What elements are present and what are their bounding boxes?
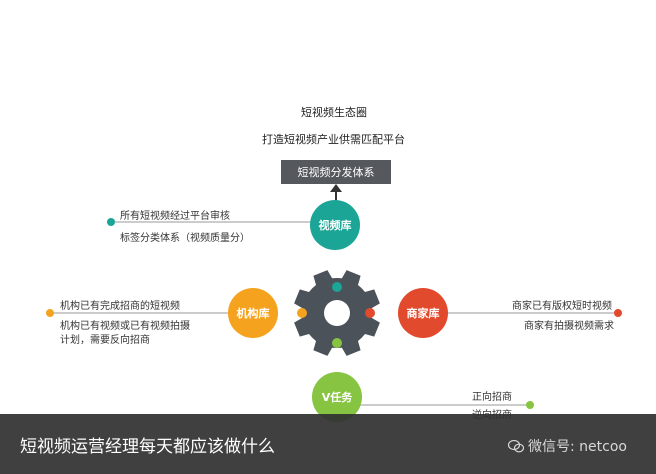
v-task-note-1: 正向招商 xyxy=(472,392,512,403)
gear-hub xyxy=(324,300,350,326)
merchant-lib-note-1: 商家已有版权短时视频 xyxy=(512,301,612,312)
v-task-connector-dot xyxy=(526,401,534,409)
gear-dot-bottom xyxy=(332,338,342,348)
merchant-library-node: 商家库 xyxy=(398,288,448,338)
up-arrow-head xyxy=(330,184,342,192)
ecosystem-title: 短视频生态圈 xyxy=(301,106,367,119)
watermark-text: 微信号: netcoo xyxy=(528,439,627,455)
distribution-system-box: 短视频分发体系 xyxy=(281,160,391,184)
article-caption: 短视频运营经理每天都应该做什么 xyxy=(20,437,275,457)
video-library-node: 视频库 xyxy=(310,200,360,250)
org-lib-connector-dot xyxy=(46,309,54,317)
video-lib-note-2: 标签分类体系（视频质量分） xyxy=(120,233,250,244)
video-lib-note-1: 所有短视频经过平台审核 xyxy=(120,211,230,222)
wechat-watermark: 微信号: netcoo xyxy=(508,436,627,456)
merchant-lib-connector-dot xyxy=(614,309,622,317)
merchant-lib-note-2: 商家有拍摄视频需求 xyxy=(524,321,614,332)
caption-bar xyxy=(0,414,656,474)
org-lib-note-3: 计划，需要反向招商 xyxy=(60,335,150,346)
gear-dot-left xyxy=(297,308,307,318)
video-lib-connector-dot xyxy=(107,218,115,226)
gear-dot-top xyxy=(332,282,342,292)
org-library-node: 机构库 xyxy=(228,288,278,338)
org-lib-note-1: 机构已有完成招商的短视频 xyxy=(60,301,180,312)
platform-subtitle: 打造短视频产业供需匹配平台 xyxy=(262,133,405,146)
wechat-icon xyxy=(508,439,524,453)
gear-dot-right xyxy=(365,308,375,318)
v-task-node: V任务 xyxy=(312,372,362,422)
org-lib-note-2: 机构已有视频或已有视频拍摄 xyxy=(60,321,190,332)
